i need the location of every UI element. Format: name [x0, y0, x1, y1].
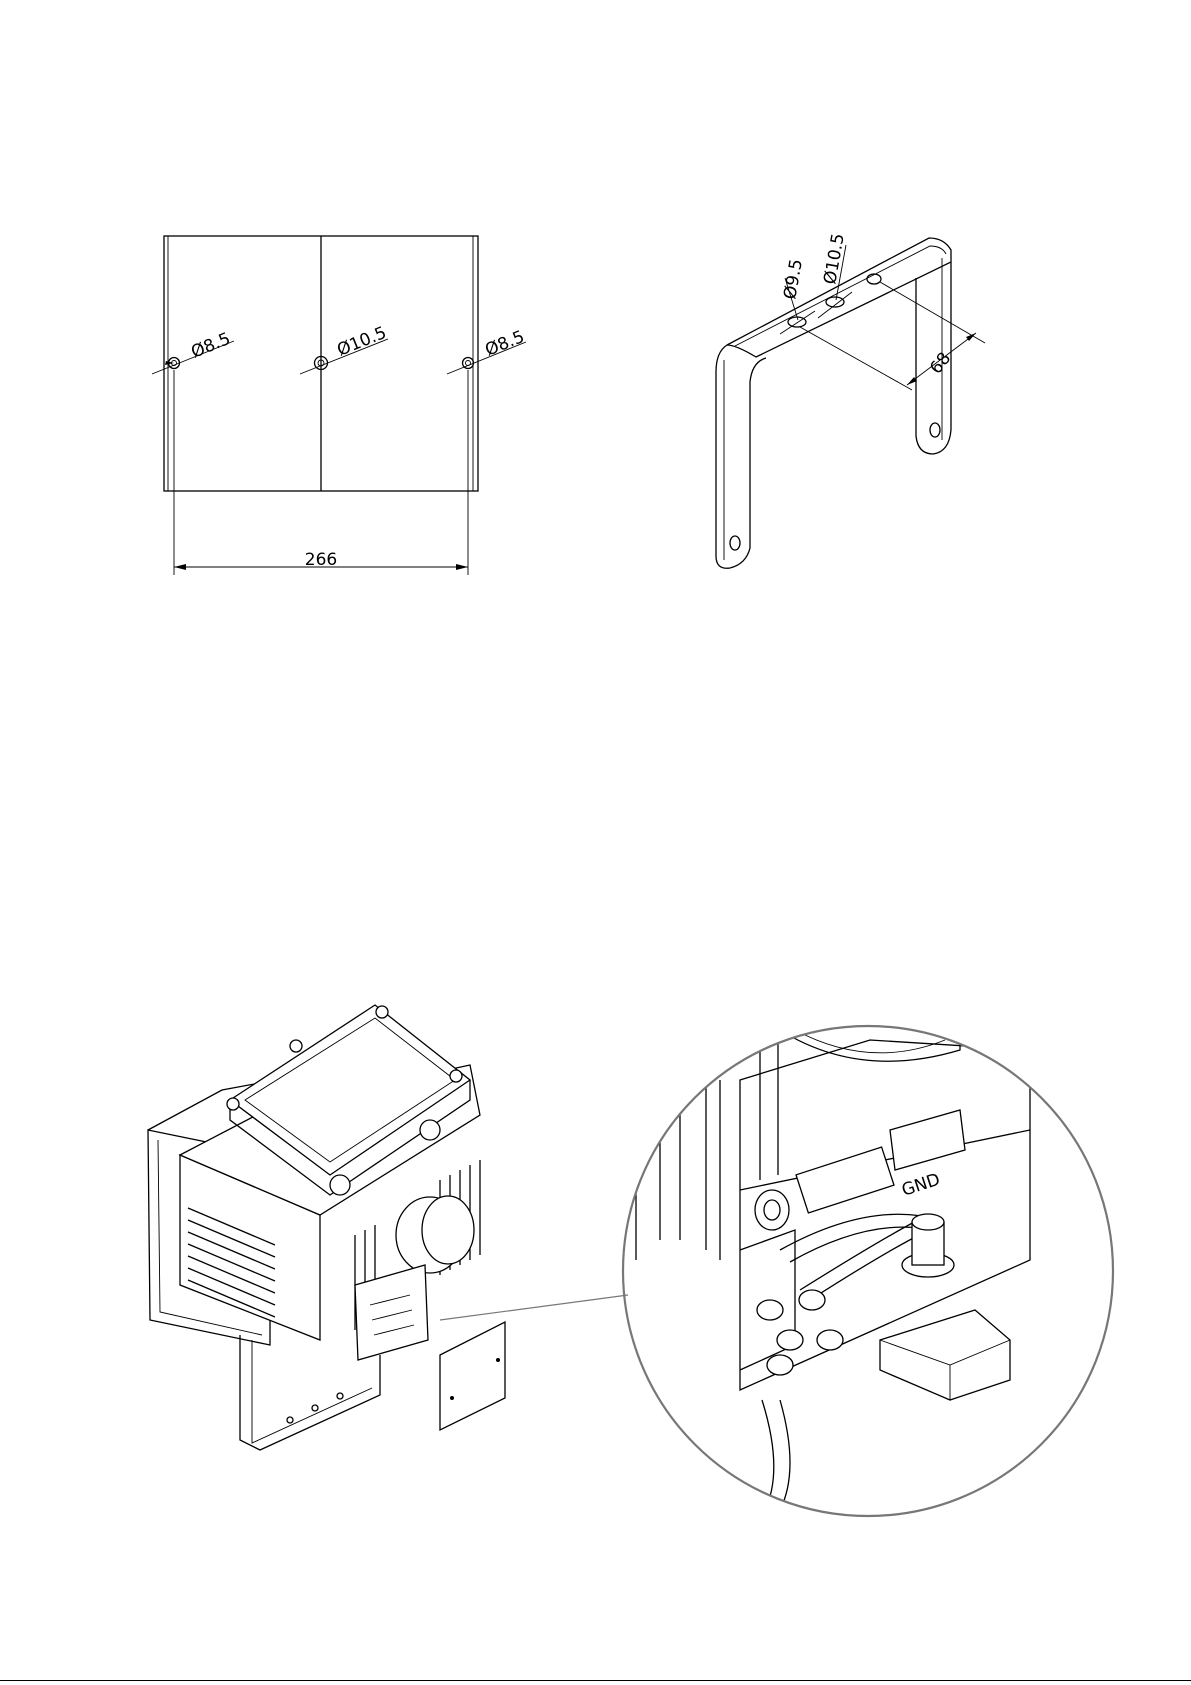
bracket-right-slot [930, 423, 940, 437]
bracket-view: Ø9.5 Ø10.5 68 [716, 232, 985, 568]
cover-screw [227, 1098, 239, 1110]
label-bracket-hole-large: Ø10.5 [820, 232, 849, 286]
cable-gland [420, 1120, 440, 1140]
plate-front-view: Ø8.5 Ø10.5 Ø8.5 266 [152, 236, 527, 575]
bracket-hole-top [867, 274, 881, 284]
hex-nut [880, 1310, 1010, 1400]
terminal-box [355, 1265, 428, 1360]
page-bottom-rule [0, 1680, 1191, 1681]
label-width-266: 266 [305, 550, 337, 570]
floodlight-assembly [148, 1005, 628, 1450]
bracket-left-leg [716, 345, 766, 568]
bracket-left-slot [730, 536, 740, 550]
label-hole-right: Ø8.5 [482, 327, 527, 361]
terminal-cover-plate [440, 1322, 505, 1430]
label-bracket-hole-small: Ø9.5 [780, 258, 807, 301]
cover-screw [290, 1040, 302, 1052]
detail-view: GND [623, 1025, 1113, 1516]
cover-screw [450, 1070, 462, 1082]
cover-screw [376, 1006, 388, 1018]
label-hole-center: Ø10.5 [334, 323, 389, 361]
cable-gland [330, 1175, 350, 1195]
detail-leader [440, 1295, 628, 1320]
label-hole-left: Ø8.5 [188, 329, 233, 363]
